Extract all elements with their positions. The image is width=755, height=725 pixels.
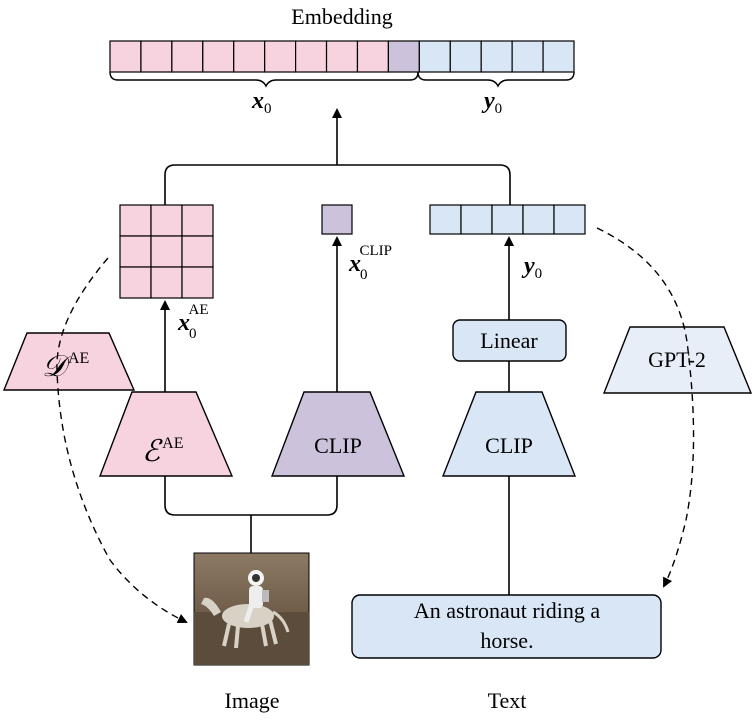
ae-grid-cell (150, 204, 183, 237)
ae-grid-cell (150, 266, 183, 299)
text-caption: Text (488, 688, 527, 713)
y-row-cell (553, 204, 586, 235)
embedding-title: Embedding (291, 4, 392, 29)
image-caption: Image (225, 688, 280, 713)
y0-brace (417, 71, 575, 88)
ae-feature-grid (119, 204, 214, 299)
embedding-cell-x (233, 40, 266, 73)
text-input-box: An astronaut riding a horse. (351, 594, 662, 659)
gpt2-module: GPT-2 (602, 326, 753, 394)
embedding-cell-x (202, 40, 235, 73)
embedding-cell-x (140, 40, 173, 73)
astronaut-horse-image (193, 552, 310, 666)
text-clip-module: CLIP (441, 391, 577, 477)
image-clip-module: CLIP (270, 391, 406, 477)
y0-feature-label: y0 (521, 253, 542, 282)
y-row-cell (460, 204, 493, 235)
x0-brace (109, 71, 419, 88)
x0-label: x0 (251, 88, 272, 117)
linear-module: Linear (452, 319, 567, 362)
embedding-cell-y (542, 40, 575, 73)
decoder-to-image-dashed-arrow (56, 257, 188, 624)
x0-clip-label: x0CLIP (348, 243, 392, 283)
embedding-cell-y (418, 40, 451, 73)
embedding-cell-y (511, 40, 544, 73)
merge-bracket (164, 164, 511, 206)
y-row-cell (491, 204, 524, 235)
ae-grid-cell (181, 266, 214, 299)
embedding-cell-x (264, 40, 297, 73)
x0-ae-label: x0AE (177, 302, 209, 342)
embedding-cell-x (356, 40, 390, 73)
svg-text:GPT-2: GPT-2 (648, 347, 706, 372)
svg-text:CLIP: CLIP (314, 433, 362, 458)
gpt2-to-text-dashed-arrow (596, 227, 695, 588)
svg-text:ℰAE: ℰAE (142, 435, 184, 468)
image-split-bracket (164, 476, 338, 516)
embedding-bar (109, 40, 575, 73)
y0-label: y0 (481, 88, 502, 117)
embedding-cell-y (480, 40, 513, 73)
embedding-cell-x (325, 40, 359, 73)
embedding-cell-x (295, 40, 328, 73)
embedding-cell-clip (387, 40, 420, 73)
ae-grid-cell (119, 204, 152, 237)
clip-feature-cell (321, 204, 353, 235)
svg-text:An astronaut riding a: An astronaut riding a (414, 598, 601, 623)
ae-grid-cell (119, 235, 152, 268)
svg-text:Linear: Linear (480, 328, 538, 353)
svg-text:CLIP: CLIP (485, 433, 533, 458)
y-row-cell (429, 204, 462, 235)
ae-grid-cell (181, 204, 214, 237)
ae-grid-cell (119, 266, 152, 299)
y-row-cell (522, 204, 555, 235)
embedding-cell-x (109, 40, 142, 73)
text-feature-row (429, 204, 586, 235)
svg-text:horse.: horse. (480, 628, 533, 653)
embedding-cell-x (171, 40, 204, 73)
ae-grid-cell (150, 235, 183, 268)
embedding-cell-y (449, 40, 482, 73)
ae-grid-cell (181, 235, 214, 268)
